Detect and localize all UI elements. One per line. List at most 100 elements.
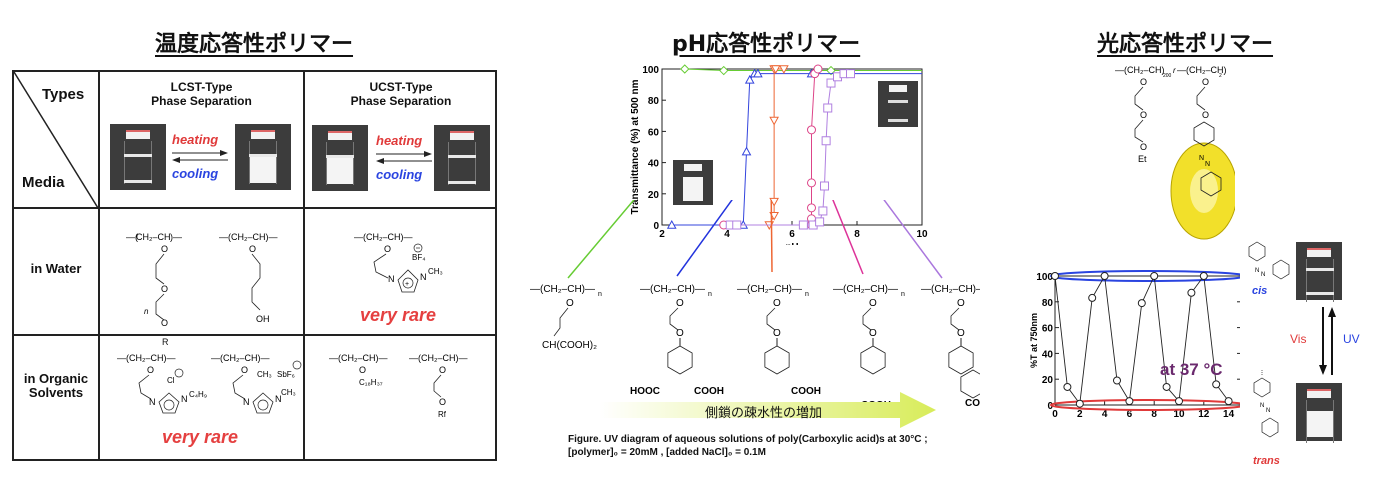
azo-copolymer-structure: —(CH₂–CH) 200 r —(CH₂–CH) 2 O O O Et O O…	[1115, 65, 1235, 240]
svg-text:—(CH₂–CH)—: —(CH₂–CH)—	[219, 232, 278, 242]
data-point	[1100, 272, 1109, 280]
y-tick-label: 40	[1042, 349, 1054, 360]
data-point	[1075, 399, 1084, 408]
data-point	[807, 178, 816, 188]
ph-section-title: pH応答性ポリマー	[672, 32, 861, 57]
svg-text:N: N	[1199, 155, 1204, 162]
svg-text:O: O	[161, 284, 168, 294]
svg-text:C₄H₉: C₄H₉	[189, 390, 207, 399]
svg-text:N: N	[1255, 268, 1259, 274]
data-point	[1137, 299, 1146, 308]
ucst-header-line1: UCST-Type	[369, 80, 433, 94]
svg-text:O: O	[1140, 110, 1147, 120]
table-divider	[14, 334, 495, 336]
data-point	[1224, 397, 1233, 406]
y-tick-label: 40	[648, 159, 660, 170]
ucst-organic-structures: —(CH₂–CH)— O C₁₈H₃₇ —(CH₂–CH)— O O Rf	[329, 353, 468, 419]
chem-unit: CH₂–CH	[136, 232, 171, 242]
table-divider	[303, 72, 305, 459]
ph-transmittance-chart: 246810020406080100pHTransmittance (%) at…	[630, 64, 928, 245]
svg-text:O: O	[1140, 142, 1147, 152]
oxygen: O	[676, 328, 684, 339]
pointer-arrow	[567, 200, 635, 279]
heating-cooling-arrows-icon	[376, 151, 432, 164]
row-label-organic-line1: in Organic	[23, 371, 89, 386]
vial-photo-turbid	[1296, 383, 1342, 443]
svg-text:O: O	[1140, 77, 1147, 87]
series-line	[1054, 274, 1229, 405]
pointer-arrow	[832, 200, 864, 275]
svg-text:N: N	[1261, 272, 1265, 278]
svg-text:O: O	[439, 365, 446, 375]
svg-text:—(CH₂–CH)—: —(CH₂–CH)—	[211, 353, 270, 363]
y-tick-label: 20	[1042, 375, 1054, 386]
benzene-ring	[764, 345, 790, 375]
repeat-n: n	[901, 291, 905, 298]
corner-diagonal	[14, 72, 99, 208]
vial-photo-clear	[434, 125, 490, 191]
svg-text:O: O	[241, 365, 248, 375]
data-point	[1088, 293, 1097, 302]
temperature-annotation: at 37 °C	[1160, 360, 1223, 379]
trans-azobenzene-structure: NN	[1253, 370, 1279, 438]
y-tick-label: 60	[648, 127, 660, 138]
data-point	[1150, 272, 1159, 280]
svg-text:—(CH₂–CH)—: —(CH₂–CH)—	[409, 353, 468, 363]
cooling-label: cooling	[172, 166, 219, 181]
row-label-organic: in Organic Solvents	[14, 372, 98, 400]
oxygen: O	[773, 328, 781, 339]
svg-text:BF₄: BF₄	[412, 253, 426, 262]
svg-text:O: O	[359, 365, 366, 375]
svg-text:CH₃: CH₃	[428, 267, 443, 276]
ucst-header-line2: Phase Separation	[350, 94, 452, 108]
y-tick-label: 100	[642, 65, 659, 76]
svg-text:—(CH₂–CH)—: —(CH₂–CH)—	[117, 353, 176, 363]
thermo-table: Types Media LCST-Type Phase Separation h…	[12, 70, 497, 461]
data-point	[744, 74, 755, 84]
substituent-left: HOOC	[630, 386, 660, 397]
svg-text:O: O	[249, 244, 256, 254]
repeat-unit: —(CH₂–CH)—	[640, 284, 705, 295]
repeat-unit: —(CH₂–CH)—	[833, 284, 898, 295]
svg-text:N: N	[420, 272, 427, 282]
repeat-n: n	[708, 291, 712, 298]
oxygen: O	[957, 298, 965, 309]
svg-text:Rf: Rf	[438, 410, 447, 419]
svg-text:N: N	[149, 397, 156, 407]
svg-text:—(CH₂–CH)—: —(CH₂–CH)—	[329, 353, 388, 363]
data-point	[1063, 382, 1072, 391]
svg-text:O: O	[439, 397, 446, 407]
benzene-ring	[667, 345, 693, 375]
caption-line1: Figure. UV diagram of aqueous solutions …	[568, 434, 928, 445]
repeat-200: 200	[1163, 73, 1172, 79]
svg-text:N: N	[1266, 408, 1270, 414]
data-point	[813, 64, 823, 74]
x-tick-label: 14	[1223, 409, 1235, 420]
svg-text:N: N	[388, 274, 395, 284]
svg-text:2: 2	[1219, 73, 1222, 79]
svg-text:N: N	[181, 394, 188, 404]
data-point	[807, 203, 816, 213]
lcst-water-structures: —(CH₂–CH)— O O n O —(CH₂–CH)— O OH	[126, 232, 278, 328]
oxygen: O	[869, 328, 877, 339]
x-tick-label: 6	[789, 229, 795, 240]
svg-text:Cl: Cl	[167, 376, 175, 385]
gradient-arrow-label: 側鎖の疎水性の増加	[705, 406, 823, 421]
svg-text:N: N	[1260, 403, 1264, 409]
data-point	[1125, 397, 1134, 406]
repeat-n: n	[598, 291, 602, 298]
svg-text:—(: —(	[126, 232, 138, 242]
vial-photo-turbid	[235, 124, 291, 190]
repeat-unit: —(CH₂–CH)—	[530, 284, 595, 295]
lcst-header-line2: Phase Separation	[151, 94, 252, 108]
x-tick-label: 10	[916, 229, 928, 240]
data-point	[719, 65, 729, 76]
data-point	[666, 219, 677, 229]
very-rare-label: very rare	[162, 427, 239, 447]
svg-text:O: O	[147, 365, 154, 375]
x-tick-label: 4	[724, 229, 730, 240]
